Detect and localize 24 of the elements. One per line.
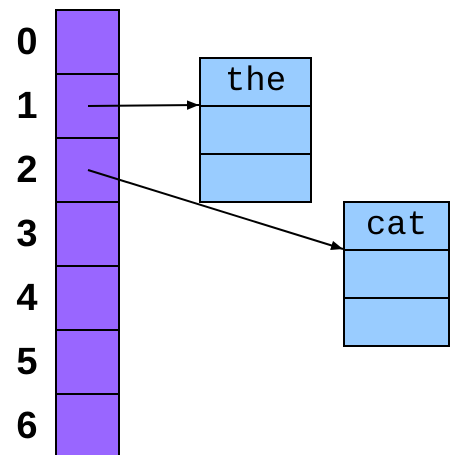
index-label: 6: [15, 407, 39, 445]
index-label: 5: [15, 343, 39, 381]
array-cell: [55, 9, 120, 75]
array-cell: [55, 137, 120, 203]
cell-text: cat: [366, 209, 428, 243]
arrow: [88, 100, 200, 110]
index-label: 2: [15, 151, 39, 189]
cell-text: the: [224, 65, 286, 99]
index-label: 3: [15, 215, 39, 253]
array-cell: [55, 329, 120, 395]
list-cell: [199, 153, 312, 203]
list-cell: [343, 297, 450, 347]
list-cell: [343, 249, 450, 299]
array-cell: [55, 73, 120, 139]
array-cell: [55, 393, 120, 455]
arrow: [88, 169, 344, 250]
list-cell: [199, 105, 312, 155]
list-cell: [343, 201, 450, 251]
array-cell: [55, 265, 120, 331]
index-label: 1: [15, 87, 39, 125]
index-label: 0: [15, 23, 39, 61]
array-cell: [55, 201, 120, 267]
index-label: 4: [15, 279, 39, 317]
list-cell: [199, 57, 312, 107]
